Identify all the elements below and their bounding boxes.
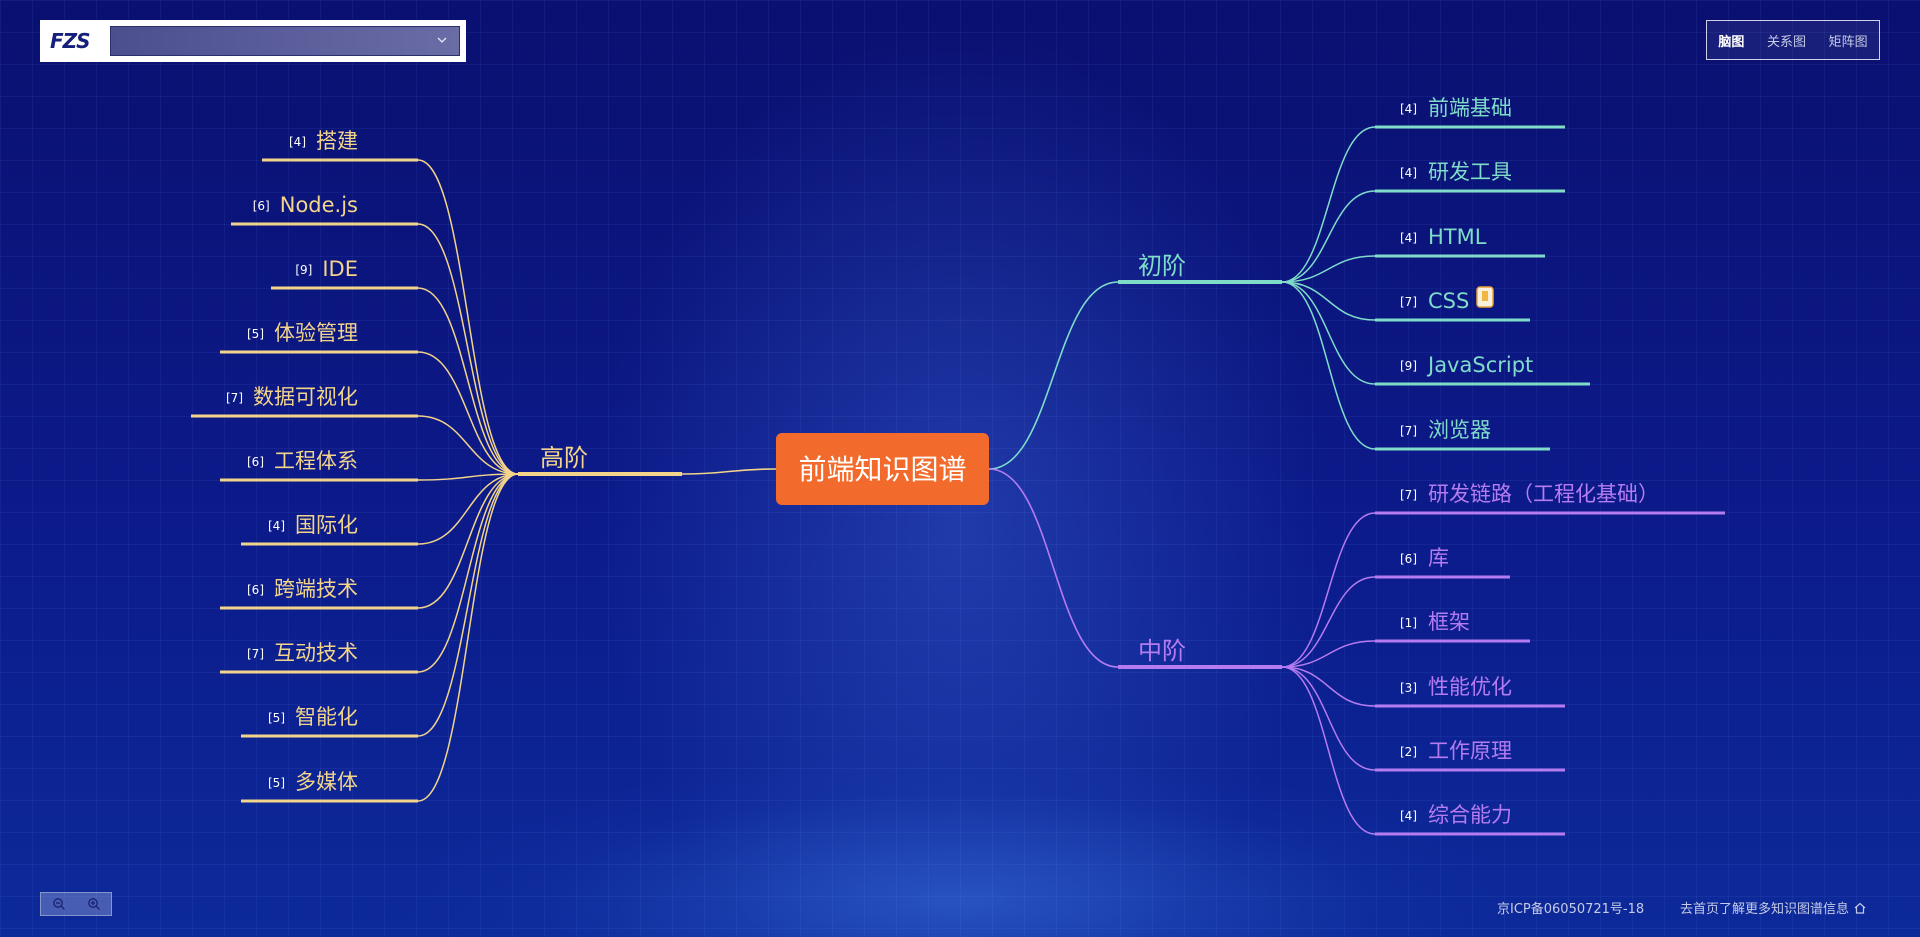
- leaf-count: [7]: [1400, 488, 1417, 502]
- chevron-down-icon: [437, 37, 447, 43]
- leaf-node-label[interactable]: CSS: [1428, 289, 1469, 313]
- tab-mind-map[interactable]: 脑图: [1718, 34, 1745, 50]
- zoom-out-button[interactable]: [41, 893, 76, 915]
- connector-line: [417, 159, 519, 475]
- leaf-count: [7]: [226, 391, 243, 405]
- leaf-node-label[interactable]: JavaScript: [1426, 353, 1533, 377]
- leaf-count: [7]: [1400, 295, 1417, 309]
- leaf-count: [4]: [1400, 809, 1417, 823]
- connector-line: [417, 473, 519, 802]
- connector-line: [1281, 666, 1376, 835]
- connector-line: [417, 473, 519, 673]
- leaf-count: [4]: [268, 519, 285, 533]
- connector-line: [1281, 512, 1376, 668]
- view-switch: 脑图 关系图 矩阵图: [1706, 20, 1880, 60]
- footer-icp[interactable]: 京ICP备06050721号-18: [1497, 902, 1645, 917]
- connector-line: [1281, 255, 1376, 283]
- leaf-node-label[interactable]: 浏览器: [1428, 418, 1491, 442]
- footer-home-link-label: 去首页了解更多知识图谱信息: [1680, 902, 1850, 917]
- leaf-count: [4]: [1400, 102, 1417, 116]
- leaf-node-label[interactable]: 搭建: [316, 129, 358, 153]
- leaf-count: [9]: [1400, 359, 1417, 373]
- connector-line: [417, 223, 519, 475]
- connector-line: [417, 287, 519, 475]
- leaf-node-label[interactable]: 性能优化: [1428, 675, 1512, 699]
- leaf-node-label[interactable]: 框架: [1428, 610, 1470, 634]
- leaf-node-label[interactable]: 互动技术: [274, 641, 358, 665]
- leaf-count: [7]: [247, 647, 264, 661]
- leaf-count: [7]: [1400, 424, 1417, 438]
- connector-line: [1281, 640, 1376, 668]
- leaf-count: [6]: [247, 455, 264, 469]
- leaf-count: [4]: [289, 135, 306, 149]
- leaf-node-label[interactable]: 工作原理: [1428, 739, 1512, 763]
- branch-label-intermediate[interactable]: 中阶: [1138, 637, 1186, 665]
- leaf-count: [6]: [247, 583, 264, 597]
- leaf-node-label[interactable]: 工程体系: [274, 449, 358, 473]
- connector-line: [417, 415, 519, 475]
- zoom-in-icon: [87, 898, 100, 910]
- leaf-count: [2]: [1400, 745, 1417, 759]
- leaf-node-label[interactable]: 智能化: [295, 705, 358, 729]
- branch-label-beginner[interactable]: 初阶: [1138, 252, 1186, 280]
- leaf-count: [4]: [1400, 231, 1417, 245]
- connector-line: [1281, 126, 1376, 283]
- leaf-count: [1]: [1400, 616, 1417, 630]
- header-bar: FZS: [40, 20, 466, 62]
- leaf-node-label[interactable]: 体验管理: [274, 321, 358, 345]
- leaf-node-label[interactable]: 研发工具: [1428, 160, 1512, 184]
- center-node-label: 前端知识图谱: [798, 453, 966, 486]
- connector-line: [988, 281, 1119, 470]
- leaf-node-label[interactable]: 跨端技术: [274, 577, 358, 601]
- connector-line: [1281, 281, 1376, 385]
- leaf-count: [9]: [295, 263, 312, 277]
- connector-line: [1281, 576, 1376, 668]
- leaf-count: [5]: [268, 776, 285, 790]
- connector-line: [988, 468, 1119, 668]
- leaf-node-label[interactable]: 研发链路（工程化基础）: [1428, 482, 1659, 506]
- center-node[interactable]: [776, 433, 989, 505]
- leaf-node-label[interactable]: IDE: [322, 257, 358, 281]
- site-logo: FZS: [50, 29, 91, 53]
- connector-line: [417, 473, 519, 481]
- zoom-out-icon: [52, 898, 65, 910]
- leaf-node-label[interactable]: HTML: [1428, 225, 1487, 249]
- map-select-dropdown[interactable]: [110, 26, 460, 56]
- leaf-count: [6]: [1400, 552, 1417, 566]
- connector-line: [1281, 190, 1376, 283]
- leaf-count: [5]: [247, 327, 264, 341]
- leaf-node-label[interactable]: 综合能力: [1428, 803, 1512, 827]
- leaf-count: [5]: [268, 711, 285, 725]
- leaf-node-label[interactable]: 库: [1428, 546, 1449, 570]
- leaf-count: [3]: [1400, 681, 1417, 695]
- connector-line: [1281, 666, 1376, 771]
- connector-line: [681, 468, 777, 475]
- leaf-node-label[interactable]: Node.js: [280, 193, 358, 217]
- connector-line: [417, 473, 519, 609]
- leaf-count: [6]: [253, 199, 270, 213]
- home-icon: [1854, 902, 1866, 914]
- leaf-node-label[interactable]: 前端基础: [1428, 96, 1512, 120]
- connector-line: [1281, 281, 1376, 450]
- connector-line: [417, 351, 519, 475]
- connector-line: [1281, 281, 1376, 321]
- note-icon-mark: [1482, 291, 1488, 301]
- zoom-in-button[interactable]: [76, 893, 111, 915]
- leaf-count: [4]: [1400, 166, 1417, 180]
- tab-relation-graph[interactable]: 关系图: [1766, 34, 1806, 50]
- connector-line: [417, 473, 519, 737]
- branch-label-advanced[interactable]: 高阶: [540, 444, 588, 472]
- leaf-node-label[interactable]: 数据可视化: [253, 385, 358, 409]
- connector-line: [417, 473, 519, 545]
- leaf-node-label[interactable]: 多媒体: [295, 770, 358, 794]
- footer-home-link[interactable]: 去首页了解更多知识图谱信息: [1680, 898, 1867, 917]
- leaf-node-label[interactable]: 国际化: [295, 513, 358, 537]
- connector-line: [1281, 666, 1376, 707]
- zoom-controls: [40, 892, 112, 916]
- tab-matrix[interactable]: 矩阵图: [1828, 34, 1868, 50]
